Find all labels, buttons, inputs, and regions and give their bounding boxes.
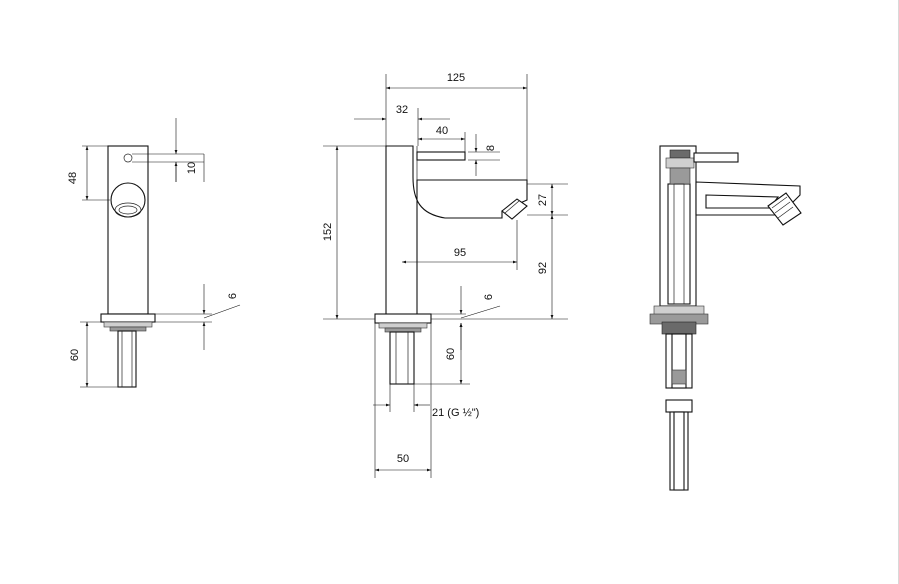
side-base [100,313,156,323]
front-view: 125 32 40 8 27 152 95 92 [322,72,568,478]
front-dim-32: 32 [396,104,408,116]
front-base [374,313,432,324]
front-dim-50: 50 [397,453,409,465]
front-dim-27: 27 [537,194,549,206]
front-lever [416,151,466,161]
front-aerator [501,198,528,220]
side-dim-48: 48 [67,172,79,184]
front-body [385,145,528,315]
section-view [649,145,802,491]
side-dim-6: 6 [227,293,239,299]
side-shank [117,330,137,388]
front-dim-6: 6 [483,294,495,300]
side-aerator-inner [114,202,142,218]
section-shank-lower [665,399,693,413]
section-lever [693,152,739,163]
front-dim-8: 8 [485,145,497,151]
front-dim-92: 92 [537,262,549,274]
front-dim-125: 125 [447,72,465,84]
side-dim-60: 60 [69,349,81,361]
front-dim-thread: 21 (G ½") [432,407,479,419]
front-dim-40: 40 [436,125,448,137]
front-dim-95: 95 [454,247,466,259]
side-body [107,145,149,315]
lever-hole [123,153,133,163]
front-dim-152: 152 [322,223,334,241]
front-dim-60: 60 [445,348,457,360]
side-aerator-outer [110,182,146,218]
side-dim-10: 10 [186,162,198,174]
section-aerator [767,192,802,226]
side-view: 48 10 6 60 [67,118,241,388]
front-shank [389,331,415,385]
